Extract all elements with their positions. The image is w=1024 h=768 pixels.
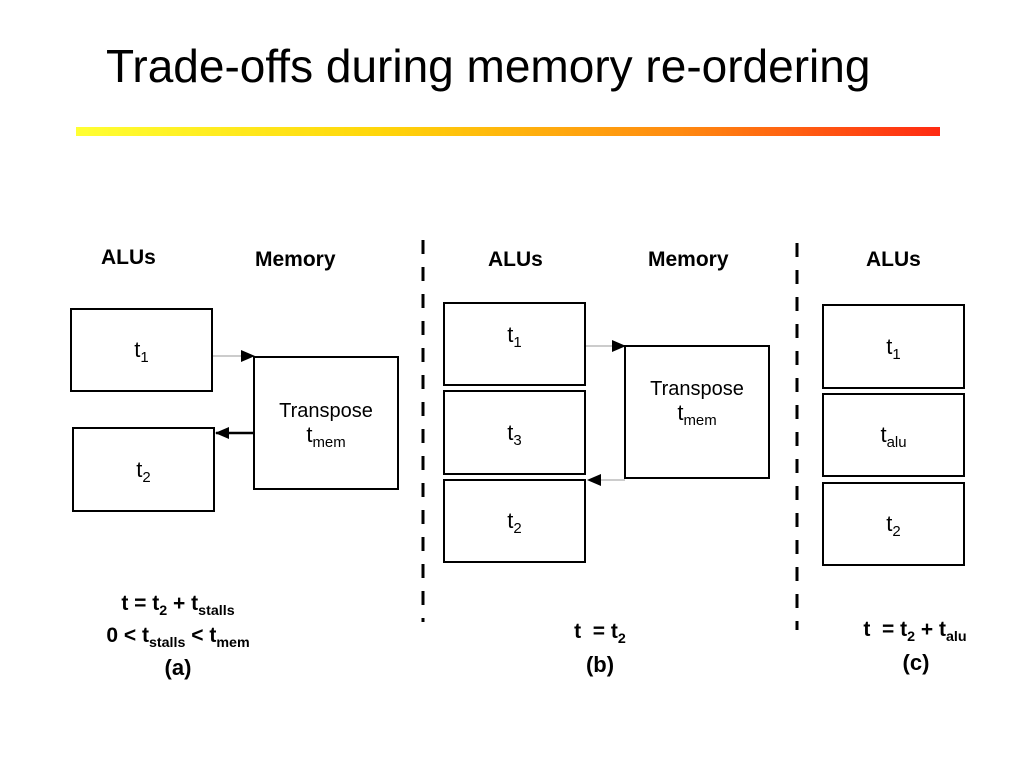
panel-c-caption: (c) [902,650,930,675]
panel-a-tmem-label: tmem [306,422,346,452]
panel-a-memory-box: Transpose tmem [253,356,399,490]
panel-b-t3-label: t3 [507,419,522,449]
panel-b-transpose-label: Transpose [650,378,744,400]
panel-a-formula-line2: 0 < tstalls < tmem [106,624,250,651]
panel-b-t1-label: t1 [507,322,522,352]
panel-a-caption: (a) [164,655,192,680]
panel-c-alus-header: ALUs [866,248,921,271]
panel-b-caption: (b) [585,652,615,677]
panel-c-alu-box-t2: t2 [822,482,965,566]
panel-b-t2-label: t2 [507,508,522,538]
panel-c-formula-line1: t = t2 + talu [863,618,967,645]
panel-b-formula-line1: t = t2 [574,620,626,647]
panel-a-alu-box-t2: t2 [72,427,215,512]
panel-a-alu-box-t1: t1 [70,308,213,392]
panel-c-alu-box-t1: t1 [822,304,965,389]
slide-title: Trade-offs during memory re-ordering [106,40,871,92]
panel-c-talu-label: talu [880,422,907,452]
panel-b-alu-box-t1: t1 [443,302,586,386]
panel-b-alu-box-t3: t3 [443,390,586,475]
panel-a-alus-header: ALUs [101,246,156,269]
panel-b-memory-header: Memory [648,248,729,271]
panel-c-t2-label: t2 [886,511,901,541]
panel-a-formula-line1: t = t2 + tstalls [121,592,235,619]
panel-a-t1-label: t1 [134,337,149,367]
panel-b-alu-box-t2: t2 [443,479,586,563]
panel-a-t2-label: t2 [136,456,151,486]
title-underline-bar [76,127,940,136]
panel-b-alus-header: ALUs [488,248,543,271]
panel-b-memory-box: Transpose tmem [624,345,770,479]
panel-a-memory-header: Memory [255,248,336,271]
panel-c-alu-box-talu: talu [822,393,965,477]
panel-b-tmem-label: tmem [677,400,717,430]
panel-c-t1-label: t1 [886,333,901,363]
panel-a-transpose-label: Transpose [279,400,373,422]
